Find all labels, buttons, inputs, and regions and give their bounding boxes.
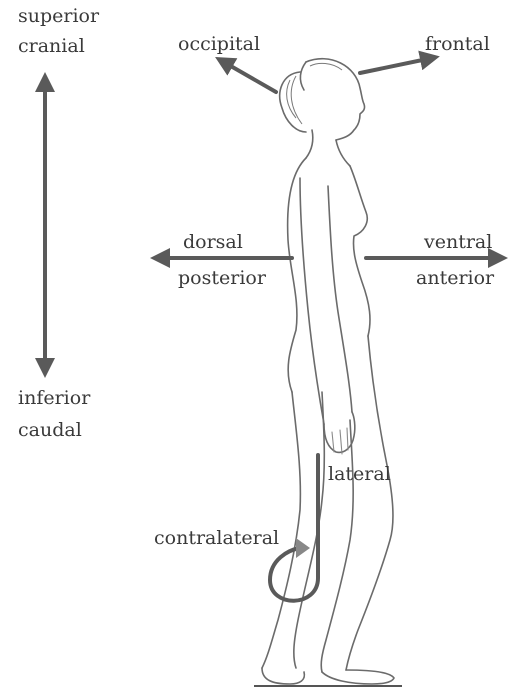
label-posterior: posterior bbox=[178, 267, 267, 289]
label-contralateral: contralateral bbox=[154, 527, 279, 549]
label-inferior: inferior bbox=[18, 387, 91, 409]
label-lateral: lateral bbox=[328, 463, 391, 485]
label-frontal: frontal bbox=[425, 33, 490, 55]
label-occipital: occipital bbox=[178, 33, 260, 55]
occipital-arrow bbox=[222, 61, 276, 92]
label-anterior: anterior bbox=[416, 267, 495, 289]
label-cranial: cranial bbox=[18, 35, 85, 57]
label-caudal: caudal bbox=[18, 419, 82, 441]
label-superior: superior bbox=[18, 5, 100, 27]
label-dorsal: dorsal bbox=[183, 231, 243, 253]
contralateral-arrowhead bbox=[296, 538, 310, 558]
label-ventral: ventral bbox=[423, 231, 492, 253]
frontal-arrow bbox=[360, 58, 432, 73]
